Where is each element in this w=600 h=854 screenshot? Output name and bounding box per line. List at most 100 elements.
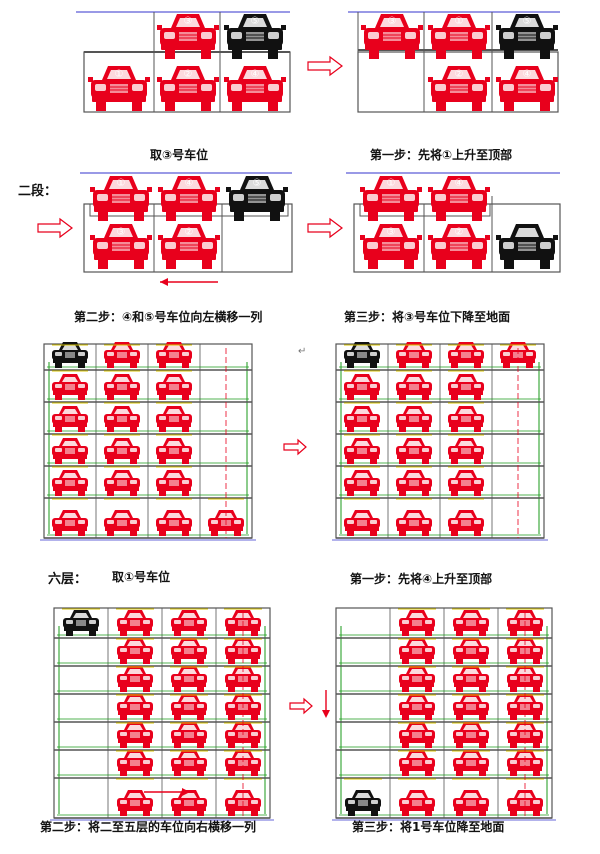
- car: [104, 470, 140, 496]
- arrow-right: [289, 697, 313, 715]
- car: [453, 790, 489, 816]
- caption-six-step1: 第一步：先将④上升至顶部: [350, 572, 493, 586]
- car: [399, 722, 435, 748]
- car: [344, 374, 380, 400]
- caption-six-step2: 第二步：将二至五层的车位向右横移一列: [40, 820, 257, 834]
- panel-two-level-initial: ③ ⑤ ① ② ④: [76, 11, 291, 113]
- segment-label-six: 六层：: [48, 572, 88, 587]
- car-number: ③: [117, 227, 126, 238]
- car: [396, 374, 432, 400]
- panel-six-level-initial: [40, 342, 256, 541]
- caption-step1: 第一步：先将①上升至顶部: [370, 148, 513, 162]
- car: [52, 470, 88, 496]
- car: [396, 510, 432, 536]
- car: [225, 750, 261, 776]
- car-number: ①: [387, 178, 396, 189]
- car: [399, 610, 435, 636]
- caption-step3: 第三步：将③号车位下降至地面: [344, 310, 511, 324]
- car-number: ④: [455, 178, 464, 189]
- car: [448, 406, 484, 432]
- car: [117, 790, 153, 816]
- car: [104, 374, 140, 400]
- car: [171, 638, 207, 664]
- panel-six-level-step3: [332, 607, 556, 821]
- car: [448, 342, 484, 368]
- car: [117, 638, 153, 664]
- car-number: ④: [185, 178, 194, 189]
- arrow-right: [307, 217, 343, 239]
- car: [117, 750, 153, 776]
- car: [171, 666, 207, 692]
- car: [453, 610, 489, 636]
- arrow-down: [322, 690, 330, 718]
- car: [171, 750, 207, 776]
- car: [344, 470, 380, 496]
- car-number: ④: [523, 69, 532, 80]
- car: [396, 438, 432, 464]
- arrow-right: [144, 788, 190, 796]
- car: [448, 510, 484, 536]
- car: [507, 750, 543, 776]
- car: [104, 406, 140, 432]
- panel-six-level-step1: [332, 342, 548, 541]
- car-number: ①: [455, 16, 464, 27]
- car: [399, 750, 435, 776]
- caption-take-1: 取①号车位: [112, 570, 171, 584]
- car-number: ①: [117, 178, 126, 189]
- caption-take-3: 取③号车位: [150, 148, 209, 162]
- car: [171, 694, 207, 720]
- car: [399, 694, 435, 720]
- caption-six-step3: 第三步：将1号车位降至地面: [352, 820, 505, 834]
- car-number: ③: [184, 16, 193, 27]
- car-number: ②: [455, 69, 464, 80]
- caption-step2: 第二步：④和⑤号车位向左横移一列: [74, 310, 263, 324]
- car: [171, 610, 207, 636]
- car: [52, 510, 88, 536]
- car-number: ②: [185, 227, 194, 238]
- car: [453, 722, 489, 748]
- car: [453, 750, 489, 776]
- car: [156, 406, 192, 432]
- car-number: ②: [455, 227, 464, 238]
- car: [52, 438, 88, 464]
- car: [117, 722, 153, 748]
- return-mark: ↵: [298, 346, 306, 357]
- arrow-right: [37, 217, 73, 239]
- car-number: ①: [115, 69, 124, 80]
- panel-two-level-step3: ① ④ ③ ②: [346, 172, 561, 273]
- car: [156, 510, 192, 536]
- arrow-right: [307, 55, 343, 77]
- car: [453, 666, 489, 692]
- car: [448, 374, 484, 400]
- car: [453, 638, 489, 664]
- car: [156, 470, 192, 496]
- car: [344, 438, 380, 464]
- car-number: ③: [388, 16, 397, 27]
- car: [399, 790, 435, 816]
- car: [171, 790, 207, 816]
- car: [344, 342, 380, 368]
- car-5: [495, 223, 559, 270]
- car: [156, 374, 192, 400]
- car: [399, 638, 435, 664]
- car: [396, 470, 432, 496]
- car: [453, 694, 489, 720]
- car: [117, 666, 153, 692]
- car: [500, 342, 536, 368]
- car: [52, 374, 88, 400]
- segment-label-two: 二段：: [18, 184, 58, 199]
- car-number: ②: [184, 69, 193, 80]
- car: [448, 438, 484, 464]
- car: [396, 342, 432, 368]
- panel-six-level-step2: [50, 607, 274, 821]
- car: [448, 470, 484, 496]
- car: [345, 790, 381, 816]
- car: [156, 438, 192, 464]
- car: [104, 342, 140, 368]
- car: [63, 610, 99, 636]
- car-number: ④: [251, 69, 260, 80]
- arrow-right: [283, 438, 307, 456]
- car: [396, 406, 432, 432]
- car: [52, 406, 88, 432]
